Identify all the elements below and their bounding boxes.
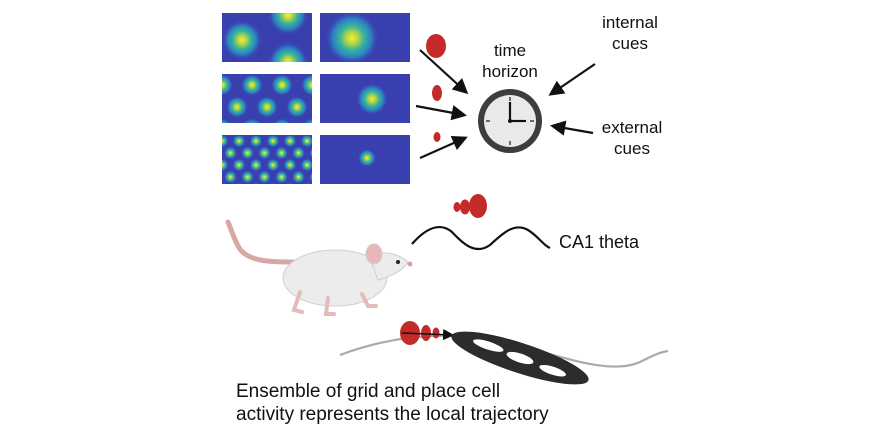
ca1-theta-wave bbox=[411, 226, 551, 251]
grid-field-peak bbox=[283, 158, 297, 172]
grid-field-peak bbox=[300, 158, 312, 172]
grid-field-peak bbox=[226, 96, 248, 118]
place-field-panel-large bbox=[320, 13, 410, 62]
grid-field-peak bbox=[258, 170, 271, 184]
red-blob-large bbox=[426, 34, 446, 58]
place-field-panel-small bbox=[320, 135, 410, 184]
clock-icon bbox=[478, 89, 542, 153]
grid-field-peak bbox=[249, 158, 263, 172]
trajectory-arrow bbox=[401, 329, 455, 341]
red-blob-small bbox=[433, 132, 441, 142]
grid-field-peak bbox=[234, 182, 244, 184]
grid-field-peak bbox=[268, 182, 278, 184]
red-blob-medium bbox=[432, 85, 442, 101]
grid-field-peak bbox=[272, 118, 292, 123]
grid-field-peak bbox=[224, 146, 237, 160]
internal-cues-label: internal cues bbox=[602, 13, 658, 53]
arrow-scale-medium bbox=[415, 104, 468, 121]
theta-burst-blobs bbox=[453, 194, 487, 218]
grid-field-peak bbox=[302, 182, 312, 184]
grid-field-peak bbox=[266, 135, 280, 148]
ca1-theta-label: CA1 theta bbox=[559, 232, 640, 252]
grid-field-peak bbox=[266, 158, 280, 172]
grid-field-peak bbox=[241, 74, 263, 96]
grid-field-peak bbox=[301, 74, 312, 96]
arrow-external-cues bbox=[549, 120, 594, 136]
arrow-internal-cues bbox=[548, 63, 596, 96]
grid-field-peak bbox=[275, 146, 288, 160]
grid-field-peak bbox=[251, 182, 261, 184]
grid-field-peak bbox=[241, 170, 254, 184]
arrow-scale-small bbox=[419, 135, 468, 160]
external-cues-label: external cues bbox=[601, 118, 663, 158]
grid-field-peak bbox=[222, 74, 233, 96]
grid-field-peak bbox=[222, 158, 229, 172]
grid-field-peak bbox=[309, 171, 312, 183]
grid-field-peak bbox=[222, 118, 232, 123]
grid-field-peak bbox=[309, 147, 312, 159]
grid-field-peak bbox=[302, 118, 312, 123]
grid-field-panel-large bbox=[222, 13, 312, 62]
trajectory-ellipse bbox=[451, 331, 589, 385]
grid-field-peak bbox=[285, 182, 295, 184]
grid-field-peak bbox=[292, 170, 305, 184]
grid-field-peak bbox=[318, 183, 331, 196]
grid-field-peak bbox=[283, 135, 297, 148]
grid-field-peak bbox=[241, 146, 254, 160]
grid-field-peak bbox=[258, 146, 271, 160]
grid-field-peak bbox=[222, 135, 229, 148]
grid-field-panel-small bbox=[222, 135, 331, 196]
grid-field-panel-medium bbox=[222, 74, 312, 123]
time-horizon-label: time horizon bbox=[482, 41, 538, 81]
grid-field-peak bbox=[222, 182, 227, 184]
rat-illustration bbox=[225, 219, 413, 316]
grid-field-peak bbox=[256, 96, 278, 118]
arrow-scale-large bbox=[419, 49, 469, 95]
grid-field-peak bbox=[292, 146, 305, 160]
grid-field-peak bbox=[232, 158, 246, 172]
grid-field-peak bbox=[242, 118, 262, 123]
grid-field-peak bbox=[249, 135, 263, 148]
grid-field-peak bbox=[224, 170, 237, 184]
grid-field-peak bbox=[275, 170, 288, 184]
grid-field-peak bbox=[271, 74, 293, 96]
grid-field-peak bbox=[300, 135, 312, 148]
grid-field-peak bbox=[286, 96, 308, 118]
caption-line-1: Ensemble of grid and place cell bbox=[236, 381, 501, 402]
grid-field-peak bbox=[232, 135, 246, 148]
caption-line-2: activity represents the local trajectory bbox=[236, 404, 549, 425]
place-field-panel-medium bbox=[320, 74, 410, 123]
